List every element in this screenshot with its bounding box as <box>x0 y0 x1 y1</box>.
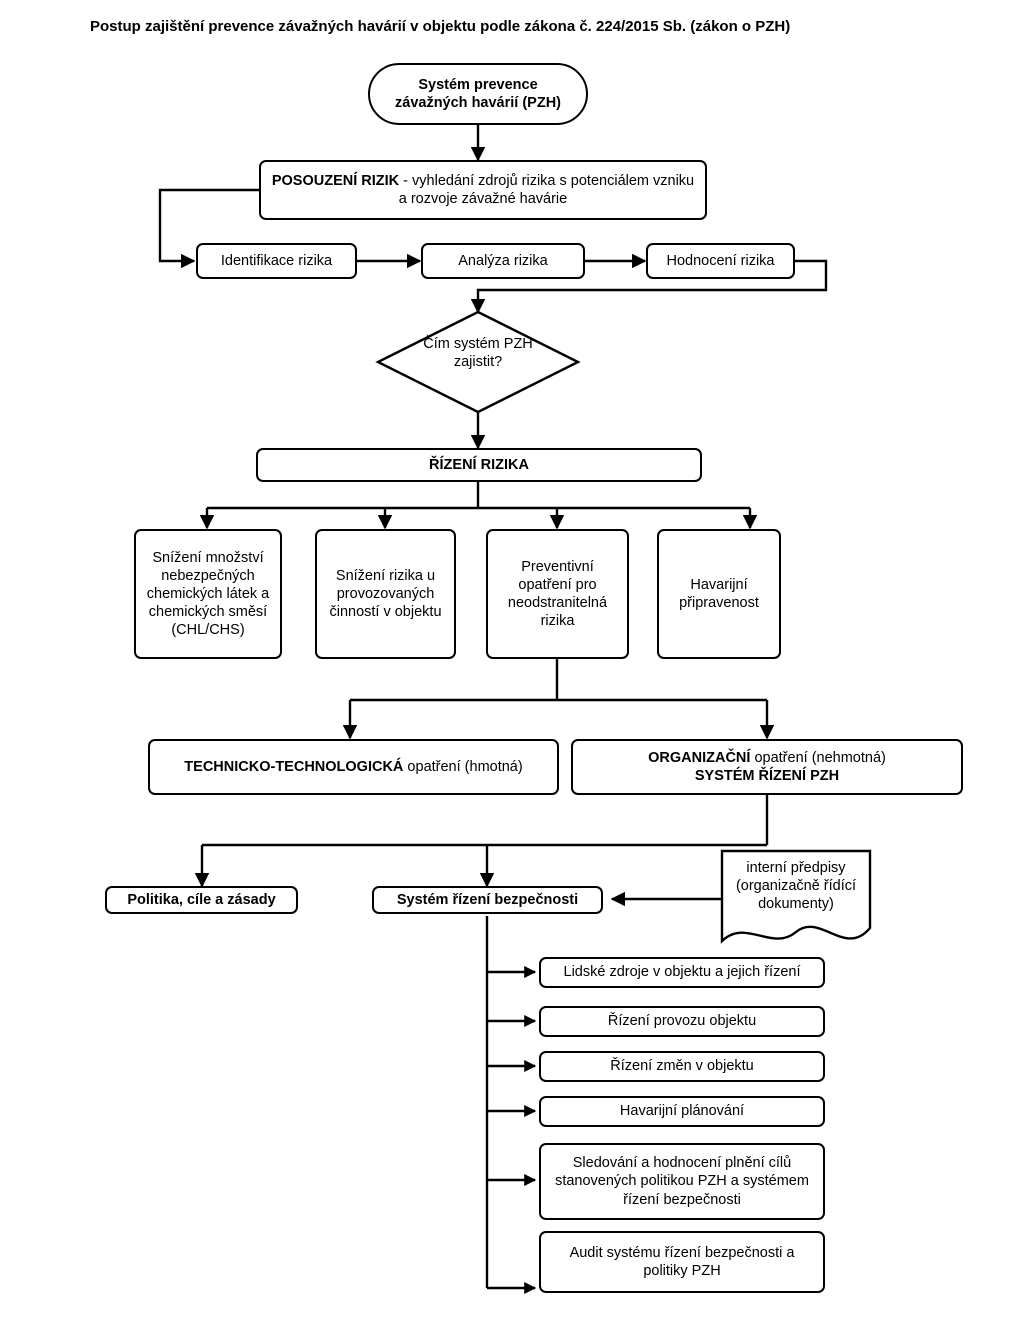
node-measure-2-label: Snížení rizika u provozovaných činností … <box>329 567 442 621</box>
node-risk-evaluation[interactable]: Hodnocení rizika <box>646 243 795 279</box>
node-sms-item-5[interactable]: Sledování a hodnocení plnění cílů stanov… <box>539 1143 825 1220</box>
node-measure-4-label: Havarijní připravenost <box>679 576 759 611</box>
node-sms-item-4-label: Havarijní plánování <box>619 1103 745 1120</box>
node-sms-item-2[interactable]: Řízení provozu objektu <box>539 1006 825 1037</box>
node-root-label: Systém prevence závažných havárií (PZH) <box>395 76 561 111</box>
node-measure-3-label: Preventivní opatření pro neodstranitelná… <box>507 558 608 630</box>
node-internal-documents[interactable]: interní předpisy (organizačně řídící dok… <box>722 851 870 946</box>
node-measure-4[interactable]: Havarijní připravenost <box>657 529 781 659</box>
node-risk-analysis-label: Analýza rizika <box>458 252 548 269</box>
node-risk-management-label: ŘÍZENÍ RIZIKA <box>429 456 529 473</box>
node-policy-label: Politika, cíle a zásady <box>127 891 276 908</box>
node-risk-assessment-label: POSOUZENÍ RIZIK - vyhledání zdrojů rizik… <box>267 172 699 208</box>
node-risk-identification[interactable]: Identifikace rizika <box>196 243 357 279</box>
page-title: Postup zajištění prevence závažných havá… <box>90 18 791 35</box>
node-sms-item-3-label: Řízení změn v objektu <box>610 1058 754 1075</box>
node-technical-measures-label: TECHNICKO-TECHNOLOGICKÁ opatření (hmotná… <box>184 758 522 776</box>
node-sms-item-5-label: Sledování a hodnocení plnění cílů stanov… <box>555 1155 809 1208</box>
node-measure-1[interactable]: Snížení množství nebezpečných chemických… <box>134 529 282 659</box>
node-safety-management-system-label: Systém řízení bezpečnosti <box>396 891 579 908</box>
node-sms-item-3[interactable]: Řízení změn v objektu <box>539 1051 825 1082</box>
organizational-bold-1: ORGANIZAČNÍ <box>648 749 751 766</box>
node-risk-identification-label: Identifikace rizika <box>220 252 333 269</box>
node-measure-3[interactable]: Preventivní opatření pro neodstranitelná… <box>486 529 629 659</box>
node-internal-documents-label: interní předpisy (organizačně řídící dok… <box>735 860 857 913</box>
node-safety-management-system[interactable]: Systém řízení bezpečnosti <box>372 886 603 914</box>
risk-assessment-rest: - vyhledání zdrojů rizika s potenciálem … <box>398 172 695 207</box>
node-technical-measures[interactable]: TECHNICKO-TECHNOLOGICKÁ opatření (hmotná… <box>148 739 559 795</box>
node-risk-management[interactable]: ŘÍZENÍ RIZIKA <box>256 448 702 482</box>
node-policy[interactable]: Politika, cíle a zásady <box>105 886 298 914</box>
node-sms-item-1[interactable]: Lidské zdroje v objektu a jejich řízení <box>539 957 825 988</box>
node-sms-item-4[interactable]: Havarijní plánování <box>539 1096 825 1127</box>
node-measure-2[interactable]: Snížení rizika u provozovaných činností … <box>315 529 456 659</box>
node-risk-evaluation-label: Hodnocení rizika <box>666 252 775 269</box>
risk-assessment-bold: POSOUZENÍ RIZIK <box>271 172 400 189</box>
node-root[interactable]: Systém prevence závažných havárií (PZH) <box>368 63 588 125</box>
node-organizational-measures[interactable]: ORGANIZAČNÍ opatření (nehmotná) SYSTÉM Ř… <box>571 739 963 795</box>
organizational-rest-1: opatření (nehmotná) <box>750 749 886 766</box>
technical-bold: TECHNICKO-TECHNOLOGICKÁ <box>184 758 404 775</box>
node-risk-assessment[interactable]: POSOUZENÍ RIZIK - vyhledání zdrojů rizik… <box>259 160 707 220</box>
node-sms-item-6[interactable]: Audit systému řízení bezpečnosti a polit… <box>539 1231 825 1293</box>
organizational-bold-2: SYSTÉM ŘÍZENÍ PZH <box>694 768 840 784</box>
node-risk-analysis[interactable]: Analýza rizika <box>421 243 585 279</box>
node-sms-item-1-label: Lidské zdroje v objektu a jejich řízení <box>563 964 801 981</box>
node-sms-item-2-label: Řízení provozu objektu <box>607 1013 757 1030</box>
node-decision-label: Čím systém PZH zajistit? <box>423 336 533 371</box>
technical-rest: opatření (hmotná) <box>403 758 523 775</box>
node-organizational-measures-label: ORGANIZAČNÍ opatření (nehmotná) SYSTÉM Ř… <box>648 749 886 785</box>
node-sms-item-6-label: Audit systému řízení bezpečnosti a polit… <box>569 1244 795 1279</box>
node-measure-1-label: Snížení množství nebezpečných chemických… <box>146 549 270 639</box>
